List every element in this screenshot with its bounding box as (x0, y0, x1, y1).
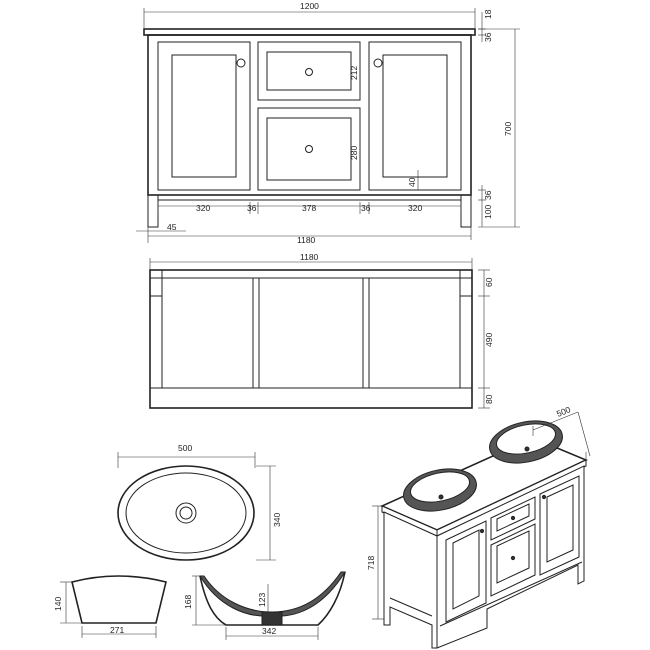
back-panel-3 (368, 277, 461, 389)
dim-stile-left: 36 (247, 203, 257, 213)
iso-left-door-panel (452, 529, 480, 610)
iso-basin-right-inner (496, 423, 556, 455)
dim-basin-side-base: 271 (110, 625, 124, 635)
left-leg (147, 194, 159, 228)
dim-leg-height: 100 (483, 205, 493, 219)
iso-basin-right-drain (524, 446, 530, 452)
back-left-post (149, 269, 163, 297)
basin-drain-inner (179, 506, 193, 520)
dim-drawer-top-height: 212 (349, 66, 359, 80)
right-leg (460, 194, 472, 228)
iso-basin-left-inner (410, 471, 470, 503)
top-drawer-knob (305, 68, 313, 76)
dim-overall-width: 1200 (300, 1, 319, 11)
basin-section-shell (199, 571, 346, 617)
iso-top-drawer (490, 496, 536, 541)
iso-right-door (539, 475, 580, 576)
iso-bottom-drawer-knob (510, 555, 516, 561)
basin-side: 140 271 (53, 575, 167, 638)
vanity-frame (147, 34, 472, 196)
dim-back-panel-height: 490 (484, 333, 494, 347)
right-door-panel (382, 54, 448, 178)
back-panel-1 (161, 277, 254, 389)
basin-side-profile (71, 575, 167, 624)
dim-frame-top: 36 (483, 32, 493, 42)
left-door (157, 41, 251, 191)
basin-bowl (125, 472, 247, 554)
dim-door-width-left: 320 (196, 203, 210, 213)
dim-door-rail: 40 (407, 177, 417, 187)
back-elevation: 1180 60 490 80 (149, 252, 494, 409)
dim-top-thickness: 18 (483, 9, 493, 19)
bottom-drawer (257, 107, 361, 191)
right-door-knob (373, 58, 383, 68)
dim-basin-depth: 340 (272, 513, 282, 527)
isometric-view: 500 718 (366, 404, 591, 649)
dim-leg-offset: 45 (167, 222, 177, 232)
iso-top-drawer-panel (496, 503, 530, 532)
dim-overall-height: 700 (503, 122, 513, 136)
dim-back-width: 1180 (300, 252, 319, 262)
iso-bottom-drawer (490, 523, 536, 597)
dim-basin-bowl-depth: 123 (257, 593, 267, 607)
dim-iso-depth: 500 (555, 404, 572, 419)
dim-back-top-rail: 60 (484, 277, 494, 287)
dim-stile-right: 36 (361, 203, 371, 213)
iso-top-drawer-knob (510, 515, 516, 521)
dim-drawer-bottom-height: 280 (349, 146, 359, 160)
dim-drawer-width: 378 (302, 203, 316, 213)
iso-side (383, 511, 438, 649)
top-drawer (257, 41, 361, 101)
iso-left-door (445, 520, 487, 623)
iso-bottom-drawer-panel (496, 530, 530, 584)
basin-rim (117, 465, 255, 561)
basin-drain-outer (175, 502, 197, 524)
iso-left-door-knob (479, 528, 485, 534)
right-door (368, 41, 462, 191)
dim-basin-section-height: 168 (183, 595, 193, 609)
bottom-drawer-knob (305, 145, 313, 153)
dim-back-bottom-rail: 80 (484, 394, 494, 404)
vanity-top (143, 28, 476, 36)
iso-front-bottom-rail (439, 561, 583, 627)
basin-plan: 500 340 (117, 443, 282, 561)
iso-basin-left-drain (438, 494, 444, 500)
dim-frame-width: 1180 (297, 235, 316, 245)
left-door-knob (236, 58, 246, 68)
front-elevation: 1200 18 36 700 36 100 212 280 40 320 36 … (136, 1, 520, 245)
dim-basin-width: 500 (178, 443, 192, 453)
back-panel-2 (258, 277, 364, 389)
iso-right-door-panel (546, 484, 574, 563)
left-door-panel (171, 54, 237, 178)
back-right-post (459, 269, 473, 297)
basin-section: 168 123 342 (183, 571, 346, 640)
dim-door-width-right: 320 (408, 203, 422, 213)
basin-section-drain (261, 611, 283, 626)
dim-frame-bottom: 36 (483, 190, 493, 200)
iso-right-door-knob (541, 494, 547, 500)
dim-basin-side-height: 140 (53, 597, 63, 611)
dim-iso-height: 718 (366, 556, 376, 570)
dim-basin-section-base: 342 (262, 626, 276, 636)
back-frame (149, 269, 473, 409)
top-drawer-panel (266, 51, 352, 91)
iso-top-side-edge (436, 459, 587, 537)
bottom-drawer-panel (266, 117, 352, 181)
iso-side-rail (389, 597, 433, 617)
